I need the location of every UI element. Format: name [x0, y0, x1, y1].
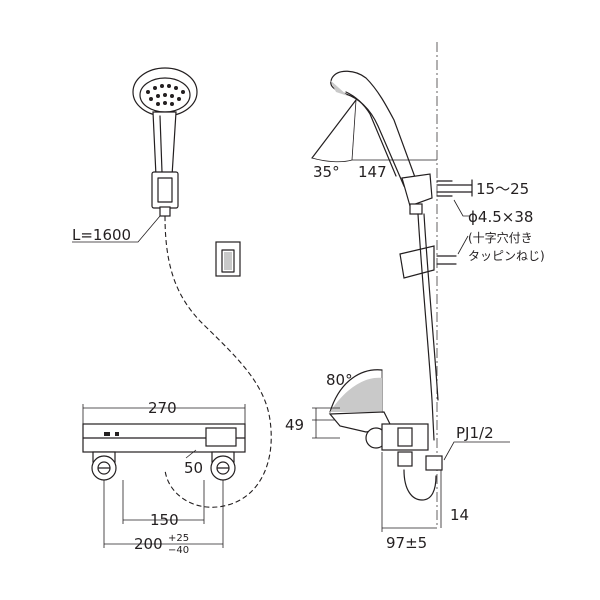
- dim-14-label: 14: [450, 506, 469, 524]
- hose-side: [417, 213, 435, 441]
- screw-note-2: タッピンねじ): [468, 249, 545, 263]
- hose: [164, 215, 272, 508]
- pipe-thread-label: PJ1/2: [456, 424, 494, 442]
- holder-bracket-side: [399, 245, 457, 279]
- mount-screws-upper: [436, 179, 473, 197]
- side-view: 35° 147 15～25 ϕ4.5×38 (十字穴付き タッピンねじ): [285, 42, 545, 552]
- wall-elbow-right: [210, 451, 236, 481]
- screw-spec-label: ϕ4.5×38: [468, 208, 533, 226]
- dim-50-label: 50: [184, 459, 203, 477]
- dim-200-label: 200: [134, 535, 163, 553]
- front-view: L=1600 270 50: [72, 67, 272, 556]
- range-15-25-label: 15～25: [476, 180, 529, 198]
- wall-elbow-left: [91, 451, 117, 481]
- faucet-body-front: [82, 423, 246, 453]
- shower-holder-front: [151, 171, 179, 217]
- hose-length-label: L=1600: [72, 226, 131, 244]
- tolerance-plus: +25: [168, 533, 189, 544]
- holder-bracket: [215, 241, 241, 277]
- dim-147-label: 147: [358, 163, 387, 181]
- tolerance-minus: −40: [168, 545, 189, 556]
- width-270-label: 270: [148, 399, 177, 417]
- dim-150-label: 150: [150, 511, 179, 529]
- dim-97-label: 97±5: [386, 534, 427, 552]
- shower-head-front: [132, 67, 198, 117]
- angle-35-label: 35°: [313, 163, 340, 181]
- shower-holder-side: [401, 173, 433, 215]
- angle-80-label: 80°: [326, 371, 353, 389]
- height-49-label: 49: [285, 416, 304, 434]
- faucet-body-side: [328, 411, 443, 501]
- screw-note-1: (十字穴付き: [468, 230, 533, 245]
- shower-handle-front: [152, 111, 177, 177]
